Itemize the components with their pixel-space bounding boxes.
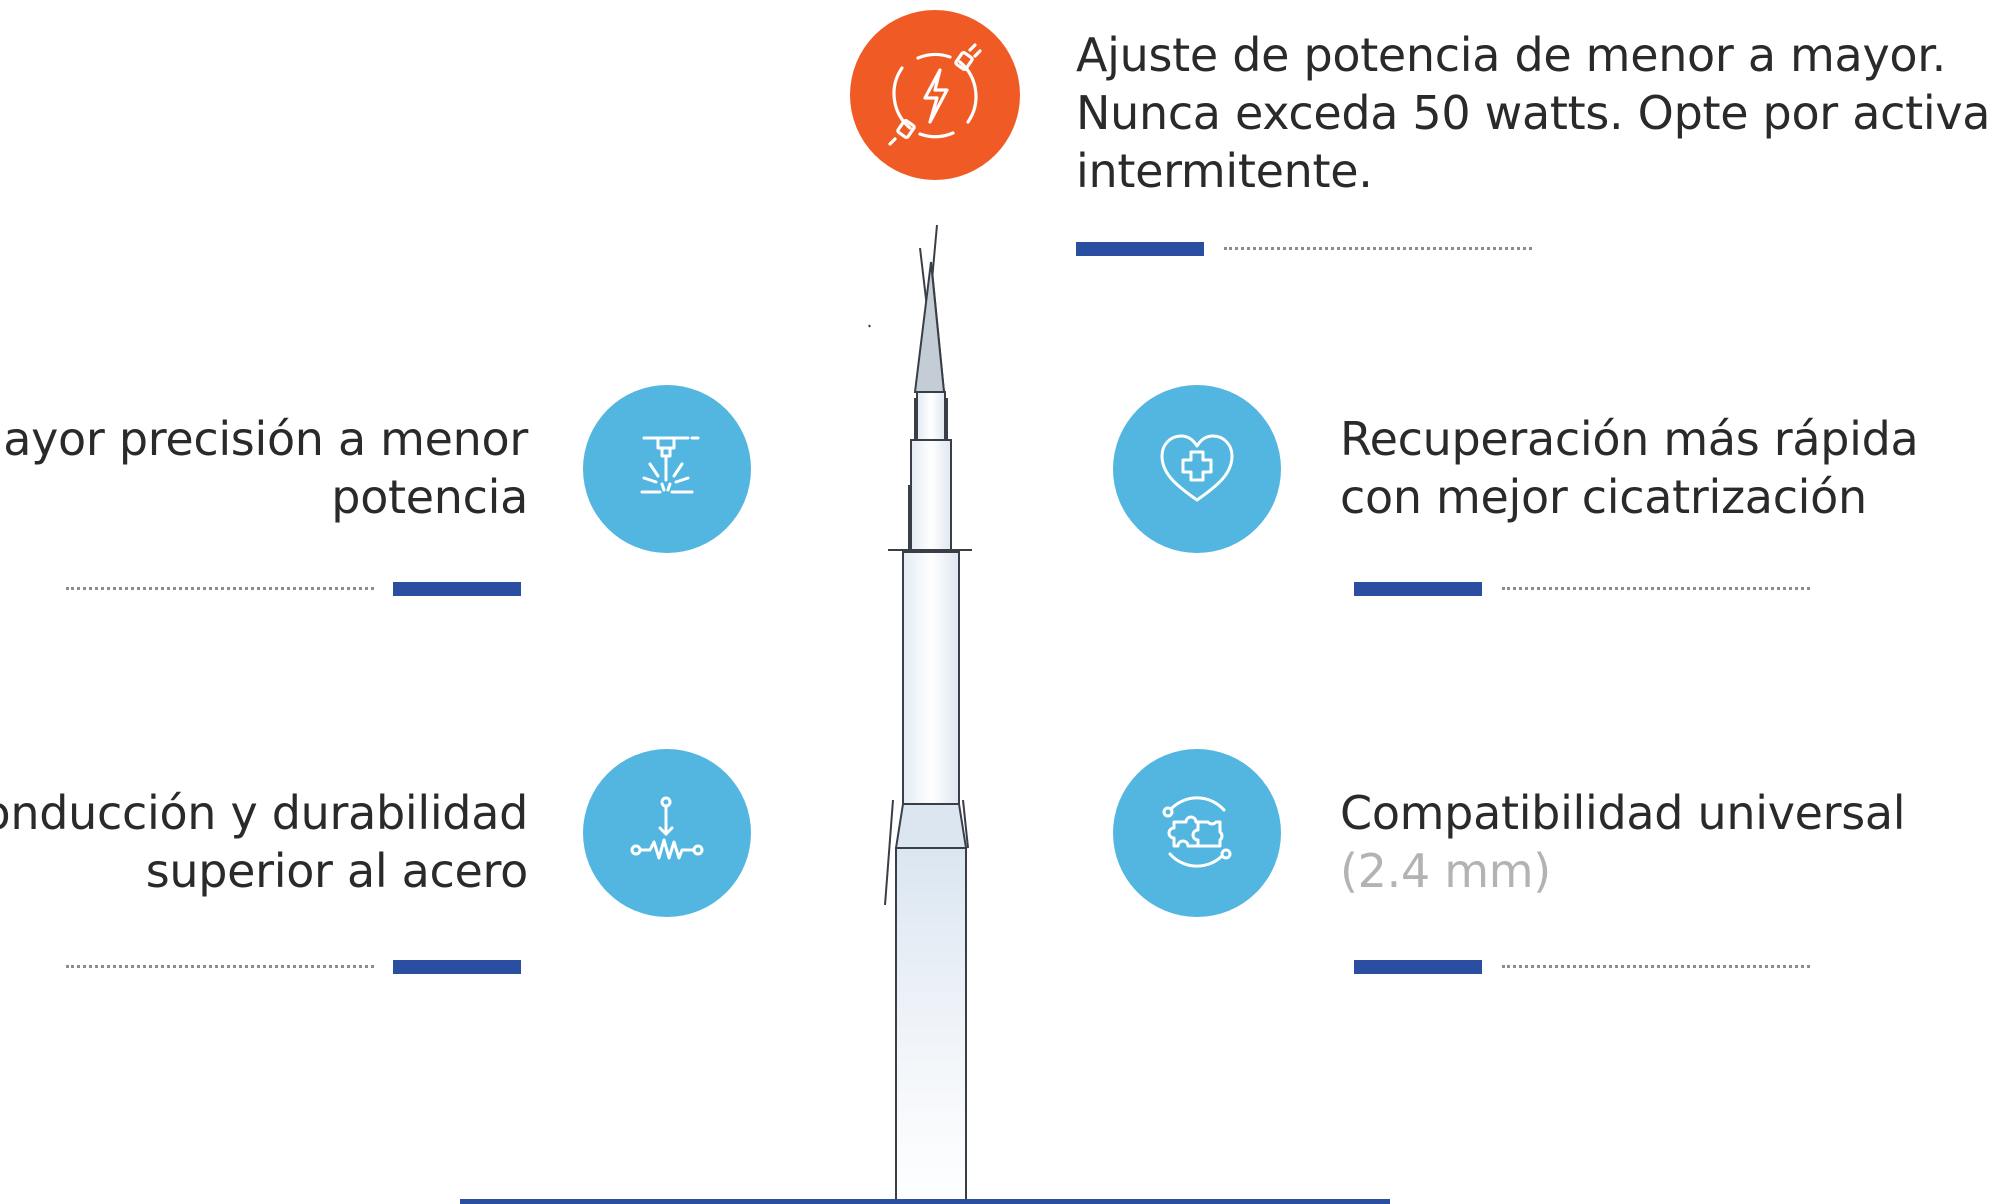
- right-feature-2-text: Compatibilidad universal (2.4 mm): [1340, 784, 1906, 900]
- baseline: [460, 1199, 1390, 1204]
- left-feature-1-line-1: Mayor precisión a menor: [0, 412, 528, 466]
- right-feature-1-line-1: Recuperación más rápida: [1340, 412, 1919, 466]
- top-feature-line-3: intermitente.: [1076, 144, 1373, 198]
- right-1-accent-bar: [1354, 582, 1482, 596]
- conduction-resistance-icon: [630, 796, 704, 860]
- puzzle-icon-circle: [1113, 749, 1281, 917]
- left-2-dotted-line: [66, 965, 374, 968]
- left-2-accent-bar: [393, 960, 521, 974]
- puzzle-connection-icon: [1162, 796, 1232, 868]
- left-feature-2-text: Conducción y durabilidad superior al ace…: [0, 784, 528, 900]
- top-feature-line-2: Nunca exceda 50 watts. Opte por activaci…: [1076, 86, 1992, 140]
- left-1-dotted-line: [66, 587, 374, 590]
- power-plug-lightning-icon: [888, 43, 982, 146]
- main-shaft: [902, 551, 960, 805]
- heart-plus-icon: [1160, 434, 1234, 502]
- lower-handle: [895, 847, 967, 1204]
- top-feature-text: Ajuste de potencia de menor a mayor. Nun…: [1076, 26, 1992, 200]
- upper-sleeve: [908, 439, 952, 551]
- left-feature-2-line-2: superior al acero: [145, 844, 529, 898]
- left-feature-1-line-2: potencia: [331, 470, 528, 524]
- top-dotted-line: [1224, 247, 1532, 250]
- conduction-icon-circle: [583, 749, 751, 917]
- left-feature-1-text: Mayor precisión a menor potencia: [0, 410, 528, 526]
- right-2-accent-bar: [1354, 960, 1482, 974]
- right-feature-1-line-2: con mejor cicatrización: [1340, 470, 1867, 524]
- right-feature-2-size-note: (2.4 mm): [1340, 844, 1551, 898]
- power-icon-circle: [850, 10, 1020, 180]
- right-2-dotted-line: [1502, 965, 1810, 968]
- top-feature-line-1: Ajuste de potencia de menor a mayor.: [1076, 28, 1946, 82]
- right-1-dotted-line: [1502, 587, 1810, 590]
- laser-icon-circle: [583, 385, 751, 553]
- needle-collar: [914, 391, 948, 441]
- left-1-accent-bar: [393, 582, 521, 596]
- heart-icon-circle: [1113, 385, 1281, 553]
- left-feature-2-line-1: Conducción y durabilidad: [0, 786, 528, 840]
- right-feature-1-text: Recuperación más rápida con mejor cicatr…: [1340, 410, 1919, 526]
- laser-precision-icon: [640, 436, 700, 494]
- needle-tip: [868, 224, 946, 393]
- right-feature-2-line-1: Compatibilidad universal: [1340, 786, 1906, 840]
- top-accent-bar: [1076, 242, 1204, 256]
